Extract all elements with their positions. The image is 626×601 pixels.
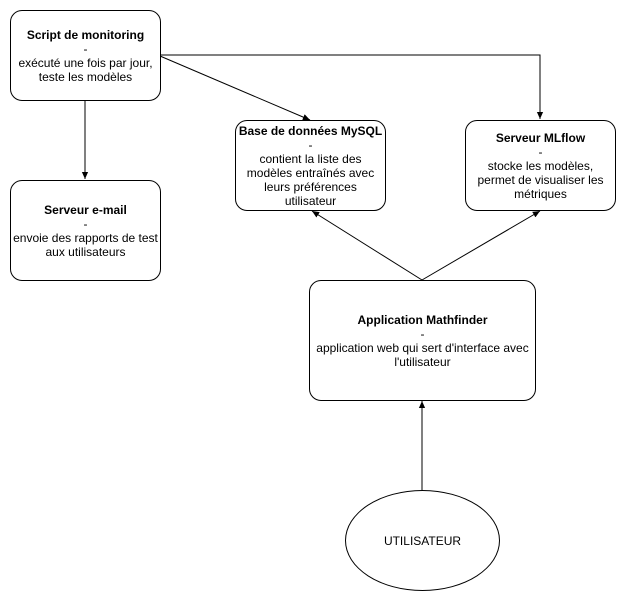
node-app-separator: - [420,326,425,341]
edge-monitoring-to-mlflow [160,54,544,119]
edge-app-to-mlflow [421,210,541,281]
node-mysql-separator: - [308,137,313,152]
node-mysql-description: contient la liste des modèles entraînés … [246,151,375,208]
node-user[interactable]: UTILISATEUR [345,490,500,591]
node-mysql-database[interactable]: Base de données MySQL - contient la list… [235,120,386,211]
node-mlflow-server[interactable]: Serveur MLflow - stocke les modèles, per… [465,120,616,211]
node-mlflow-title: Serveur MLflow [495,130,586,145]
node-app-description: application web qui sert d'interface ave… [316,340,529,369]
node-app-title: Application Mathfinder [357,312,488,327]
node-user-label: UTILISATEUR [383,533,462,548]
node-mlflow-separator: - [538,144,543,159]
node-monitoring-description: exécuté une fois par jour, teste les mod… [18,55,153,84]
node-email-description: envoie des rapports de test aux utilisat… [13,230,158,259]
edge-app-to-mysql [311,210,423,281]
edge-monitoring-to-mysql [159,55,311,121]
node-mathfinder-app[interactable]: Application Mathfinder - application web… [309,280,536,401]
node-email-title: Serveur e-mail [44,202,127,217]
node-mysql-title: Base de données MySQL [238,123,383,138]
node-monitoring-script[interactable]: Script de monitoring - exécuté une fois … [10,10,161,101]
node-email-separator: - [83,216,88,231]
node-monitoring-separator: - [83,41,88,56]
node-monitoring-title: Script de monitoring [26,27,145,42]
node-mlflow-description: stocke les modèles, permet de visualiser… [477,158,604,201]
node-email-server[interactable]: Serveur e-mail - envoie des rapports de … [10,180,161,281]
